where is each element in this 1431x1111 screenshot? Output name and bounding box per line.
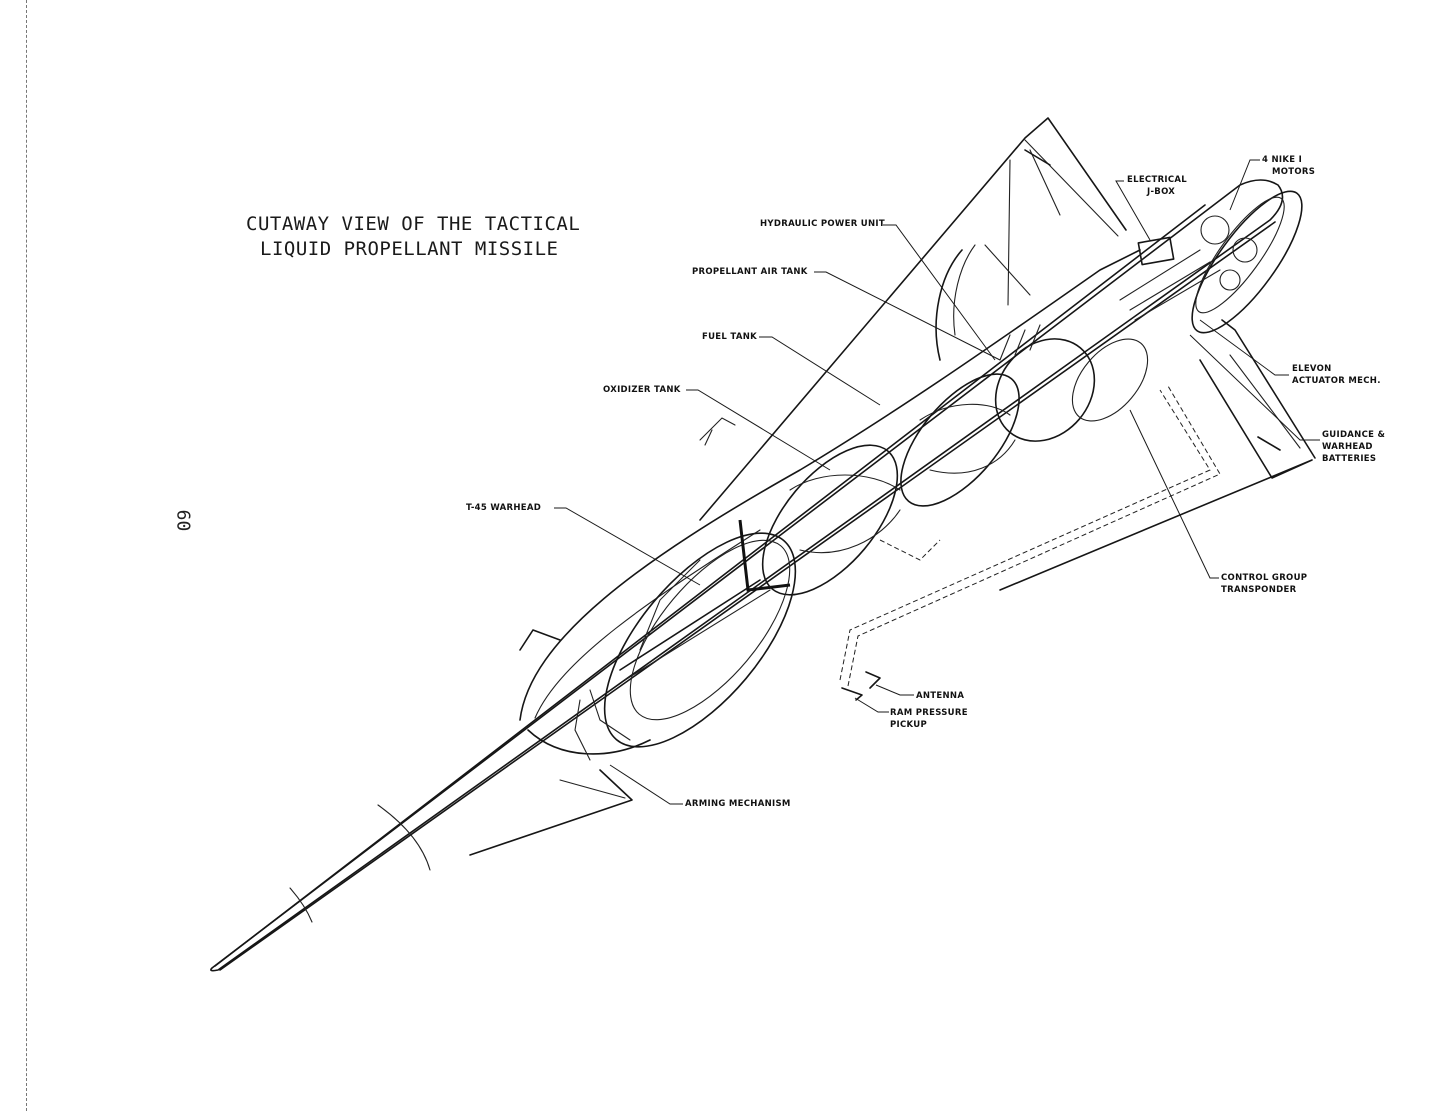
fuselage <box>210 179 1303 972</box>
label-electrical-jbox-line1: ELECTRICAL <box>1127 175 1188 185</box>
cutaway-opening <box>519 249 1141 755</box>
title-line-2: LIQUID PROPELLANT MISSILE <box>260 238 559 260</box>
propellant-air-tank <box>994 324 1149 442</box>
label-hydraulic-power-unit: HYDRAULIC POWER UNIT <box>760 219 885 229</box>
label-arming-mechanism: ARMING MECHANISM <box>685 799 791 809</box>
label-ram-pressure-line1: RAM PRESSURE <box>890 708 968 718</box>
upper-fin <box>519 417 736 651</box>
label-control-group: CONTROL GROUP TRANSPONDER <box>1221 572 1307 596</box>
label-nike-motors-line1: 4 NIKE I <box>1262 155 1303 165</box>
label-ram-pressure-pickup: RAM PRESSURE PICKUP <box>890 707 968 731</box>
diagram-title: CUTAWAY VIEW OF THE TACTICAL LIQUID PROP… <box>246 212 580 262</box>
label-elevon-line1: ELEVON <box>1292 364 1332 374</box>
label-guidance-batteries: GUIDANCE & WARHEAD BATTERIES <box>1322 429 1385 465</box>
lower-fin <box>469 769 633 856</box>
label-elevon-line2: ACTUATOR MECH. <box>1292 376 1381 386</box>
label-control-group-line1: CONTROL GROUP <box>1221 573 1308 583</box>
label-antenna: ANTENNA <box>916 691 965 701</box>
title-line-1: CUTAWAY VIEW OF THE TACTICAL <box>246 213 581 235</box>
warhead <box>574 519 797 761</box>
label-ram-pressure-line2: PICKUP <box>890 720 927 730</box>
label-guidance-line3: BATTERIES <box>1322 454 1377 464</box>
label-control-group-line2: TRANSPONDER <box>1221 585 1297 595</box>
antenna-pickup <box>841 671 881 701</box>
label-propellant-air-tank: PROPELLANT AIR TANK <box>692 267 808 277</box>
dashed-cable-run <box>839 385 1221 687</box>
oxidizer-tank <box>761 444 901 596</box>
fuel-tank <box>900 373 1020 507</box>
leader-lines <box>554 159 1320 805</box>
label-nike-motors-line2: MOTORS <box>1272 167 1316 177</box>
label-fuel-tank: FUEL TANK <box>702 332 758 342</box>
label-nike-motors: 4 NIKE I MOTORS <box>1262 154 1315 178</box>
label-electrical-jbox: ELECTRICAL J-BOX <box>1127 174 1187 198</box>
label-oxidizer-tank: OXIDIZER TANK <box>603 385 681 395</box>
label-electrical-jbox-line2: J-BOX <box>1147 187 1176 197</box>
label-guidance-line1: GUIDANCE & <box>1322 430 1386 440</box>
page-edge-line <box>26 0 28 1111</box>
upper-wing <box>699 117 1127 521</box>
rear-equipment <box>1119 215 1258 321</box>
label-t45-warhead: T-45 WARHEAD <box>466 503 542 513</box>
label-elevon-actuator: ELEVON ACTUATOR MECH. <box>1292 363 1381 387</box>
lower-wing <box>999 319 1316 591</box>
label-guidance-line2: WARHEAD <box>1322 442 1373 452</box>
